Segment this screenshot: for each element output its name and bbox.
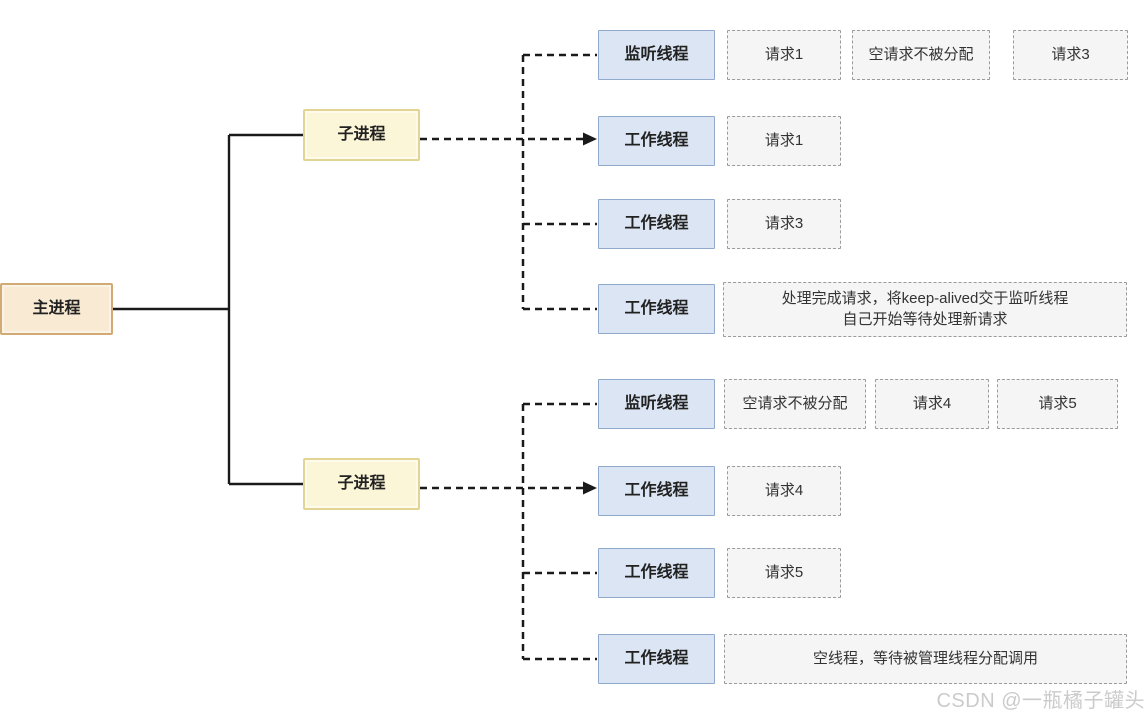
main-process-box: 主进程 bbox=[0, 283, 113, 335]
group1-arrowhead-icon bbox=[583, 132, 597, 146]
group2-listener-request-3-box: 请求5 bbox=[997, 379, 1118, 429]
group2-listener-request-1-box: 空请求不被分配 bbox=[724, 379, 866, 429]
csdn-watermark: CSDN @一瓶橘子罐头 bbox=[936, 690, 1145, 712]
group2-listener-request-2-box: 请求4 bbox=[875, 379, 989, 429]
group1-worker3-note-box: 处理完成请求，将keep-alived交于监听线程 自己开始等待处理新请求 bbox=[723, 282, 1127, 337]
group1-dashed-lines bbox=[420, 53, 597, 311]
solid-tree-lines bbox=[113, 133, 303, 486]
child-process-2-box: 子进程 bbox=[303, 458, 420, 510]
group1-listener-request-3-box: 请求3 bbox=[1013, 30, 1128, 80]
group1-worker2-request-box: 请求3 bbox=[727, 199, 841, 249]
group2-worker1-request-box: 请求4 bbox=[727, 466, 841, 516]
group2-worker-thread-3-box: 工作线程 bbox=[598, 634, 715, 684]
group1-worker-thread-3-box: 工作线程 bbox=[598, 284, 715, 334]
group2-worker-thread-2-box: 工作线程 bbox=[598, 548, 715, 598]
group1-worker-thread-1-box: 工作线程 bbox=[598, 116, 715, 166]
child-process-1-box: 子进程 bbox=[303, 109, 420, 161]
group2-listener-thread-box: 监听线程 bbox=[598, 379, 715, 429]
group2-worker2-request-box: 请求5 bbox=[727, 548, 841, 598]
group1-worker1-request-box: 请求1 bbox=[727, 116, 841, 166]
group2-arrowhead-icon bbox=[583, 481, 597, 495]
group2-worker-thread-1-box: 工作线程 bbox=[598, 466, 715, 516]
group2-dashed-lines bbox=[420, 402, 597, 661]
group1-worker-thread-2-box: 工作线程 bbox=[598, 199, 715, 249]
group1-listener-request-1-box: 请求1 bbox=[727, 30, 841, 80]
group1-listener-request-2-box: 空请求不被分配 bbox=[852, 30, 990, 80]
group1-listener-thread-box: 监听线程 bbox=[598, 30, 715, 80]
group2-worker3-note-box: 空线程，等待被管理线程分配调用 bbox=[724, 634, 1127, 684]
